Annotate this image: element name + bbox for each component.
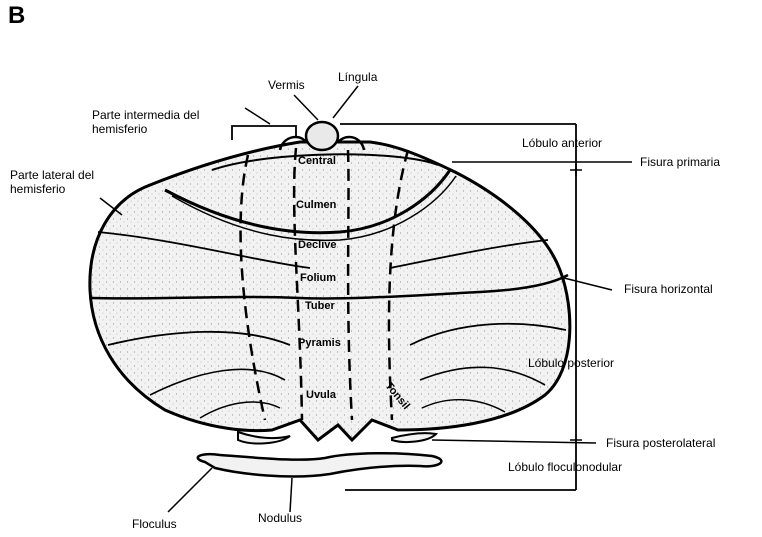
label-fisura-posterolateral: Fisura posterolateral: [606, 436, 715, 450]
vermis-leader: [294, 95, 318, 120]
posterolateral-right: [392, 433, 436, 442]
vermis-declive-label: Declive: [298, 239, 337, 251]
vermis-central-label: Central: [298, 155, 336, 167]
label-fisura-primaria: Fisura primaria: [640, 155, 720, 169]
vermis-pyramis-label: Pyramis: [298, 337, 341, 349]
label-fisura-horizontal: Fisura horizontal: [624, 282, 713, 296]
lingula-shape: [306, 122, 338, 150]
vermis-folium-label: Folium: [300, 272, 336, 284]
vermis-culmen-label: Culmen: [296, 199, 337, 211]
label-parte-intermedia: Parte intermedia del hemisferio: [92, 108, 254, 136]
label-lobulo-anterior: Lóbulo anterior: [522, 136, 602, 150]
label-vermis: Vermis: [268, 78, 305, 92]
vermis-uvula-label: Uvula: [306, 389, 337, 401]
label-lobulo-posterior: Lóbulo posterior: [528, 356, 614, 370]
label-lobulo-floculonodular: Lóbulo floculonodular: [508, 460, 622, 474]
label-lingula: Língula: [338, 70, 377, 84]
label-parte-lateral: Parte lateral del hemisferio: [10, 168, 122, 196]
vermis-tuber-label: Tuber: [305, 300, 335, 312]
label-floculus: Floculus: [132, 517, 177, 531]
label-nodulus: Nodulus: [258, 511, 302, 525]
bracket-tick-1: [570, 164, 582, 176]
lingula-leader: [333, 86, 358, 118]
nodulus-leader: [290, 478, 292, 512]
posterolateral-left: [238, 432, 290, 443]
fisura-horizontal-leader: [564, 278, 612, 290]
floculus-leader: [168, 468, 212, 512]
flocculonodular-shape: [198, 453, 442, 476]
